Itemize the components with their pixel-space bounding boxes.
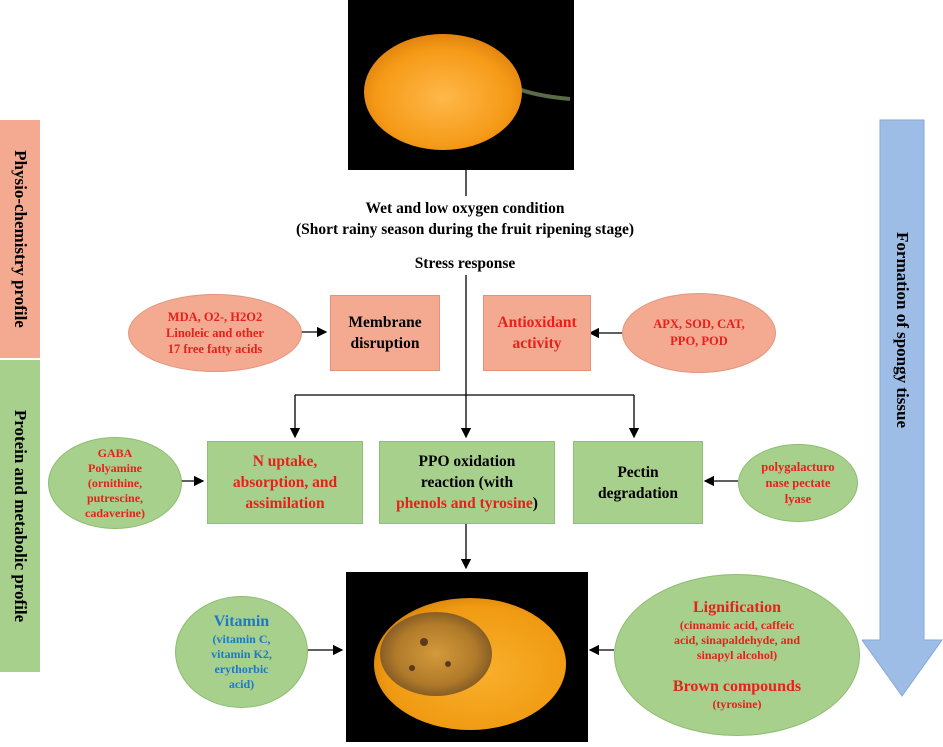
enzymes-ellipse: APX, SOD, CAT, PPO, POD: [622, 293, 776, 373]
antioxidant-line-1: Antioxidant: [497, 314, 577, 331]
physio-chemistry-label: Physio-chemistry profile: [11, 150, 30, 328]
membrane-disruption-box: Membrane disruption: [330, 295, 440, 371]
gaba-polyamine-ellipse: GABA Polyamine (ornithine, putrescine, c…: [48, 437, 182, 529]
ppo-oxidation-box: PPO oxidation reaction (with phenols and…: [379, 441, 555, 524]
pectin-line-1: Pectin: [617, 463, 659, 481]
n-uptake-line-3: assimilation: [245, 495, 325, 512]
ppo-line-3-tail: ): [532, 495, 538, 512]
pectin-degradation-box: Pectin degradation: [573, 441, 703, 524]
formation-label: Formation of spongy tissue: [893, 232, 913, 428]
formation-label-wrap: Formation of spongy tissue: [882, 150, 922, 510]
membrane-line-2: disruption: [350, 335, 420, 352]
protein-metabolic-label: Protein and metabolic profile: [11, 409, 31, 623]
vitamin-title: Vitamin: [213, 613, 270, 630]
condition-line-1: Wet and low oxygen condition: [365, 200, 565, 217]
n-uptake-line-2: absorption, and: [232, 474, 338, 491]
down-arrow-icon: [862, 119, 943, 697]
pg-line-1: polygalacturo: [761, 460, 835, 474]
ppo-line-2: reaction (with: [420, 474, 514, 491]
condition-line-2: (Short rainy season during the fruit rip…: [296, 221, 634, 238]
condition-text: Wet and low oxygen condition (Short rain…: [230, 197, 700, 241]
ppo-line-3: phenols and tyrosine): [396, 493, 538, 514]
n-uptake-line-1: N uptake,: [252, 453, 318, 470]
healthy-mango-photo: [348, 0, 574, 170]
membrane-line-1: Membrane: [348, 314, 422, 331]
lignification-line-2: acid, sinapaldehyde, and: [673, 633, 801, 647]
gaba-line-2: Polyamine: [88, 460, 142, 475]
brown-compounds-title: Brown compounds: [672, 678, 802, 695]
lignification-line-1: (cinnamic acid, caffeic: [679, 618, 795, 632]
protein-metabolic-bar: Protein and metabolic profile: [0, 360, 40, 672]
gaba-line-5: cadaverine): [85, 505, 145, 520]
antioxidant-line-2: activity: [512, 335, 562, 352]
membrane-inputs-ellipse: MDA, O2-, H2O2 Linoleic and other 17 fre…: [128, 294, 302, 372]
membrane-inputs-line-3: 17 free fatty acids: [167, 342, 263, 356]
ppo-line-1: PPO oxidation: [418, 453, 516, 470]
gaba-line-4: putrescine,: [86, 490, 144, 505]
membrane-inputs-line-1: MDA, O2-, H2O2: [167, 310, 263, 324]
lignification-ellipse: Lignification (cinnamic acid, caffeic ac…: [614, 574, 860, 736]
enzymes-line-2: PPO, POD: [670, 334, 728, 348]
vitamin-line-2: vitamin K2,: [211, 647, 272, 661]
gaba-line-1: GABA: [97, 445, 133, 460]
membrane-inputs-line-2: Linoleic and other: [166, 326, 264, 340]
vitamin-line-3: erythorbic: [214, 662, 269, 676]
ppo-line-3-red: phenols and tyrosine: [396, 495, 533, 512]
n-uptake-box: N uptake, absorption, and assimilation: [207, 441, 363, 524]
enzymes-line-1: APX, SOD, CAT,: [653, 317, 745, 331]
pectin-line-2: degradation: [597, 484, 679, 502]
gaba-line-3: (ornithine,: [87, 475, 143, 490]
spongy-mango-photo: [346, 572, 588, 742]
vitamin-line-1: (vitamin C,: [212, 632, 271, 646]
stress-response-text: Stress response: [414, 255, 516, 272]
lignification-title: Lignification: [692, 599, 781, 616]
brown-compounds-sub: (tyrosine): [712, 697, 762, 711]
vitamin-line-4: acid): [228, 677, 255, 691]
vitamin-ellipse: Vitamin (vitamin C, vitamin K2, erythorb…: [175, 596, 308, 708]
antioxidant-activity-box: Antioxidant activity: [483, 295, 591, 371]
pg-line-2: nase pectate: [765, 476, 831, 490]
physio-chemistry-bar: Physio-chemistry profile: [0, 120, 40, 358]
pg-line-3: lyase: [784, 492, 812, 506]
lignification-line-3: sinapyl alcohol): [696, 648, 778, 662]
polygalacturonase-ellipse: polygalacturo nase pectate lyase: [738, 444, 858, 522]
